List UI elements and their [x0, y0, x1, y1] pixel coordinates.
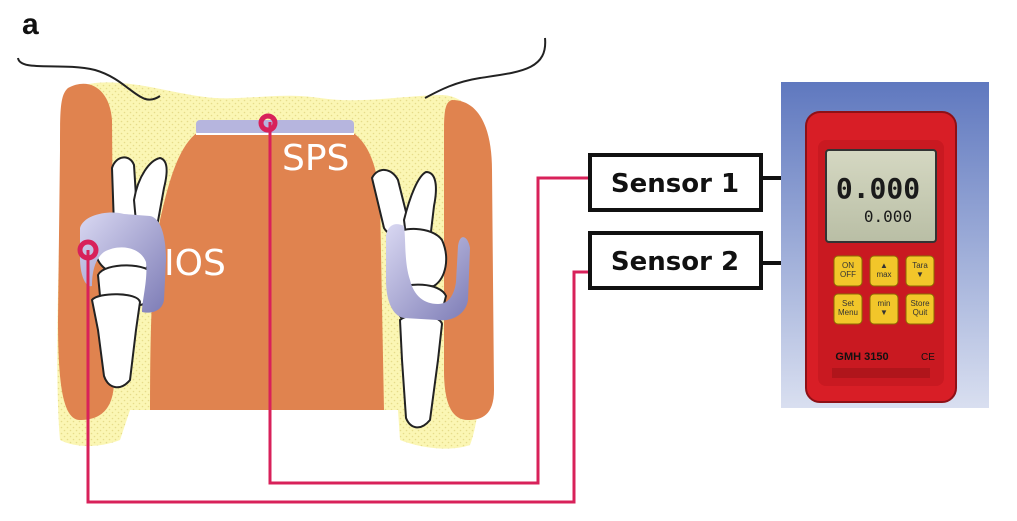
jaw-illustration [17, 37, 547, 449]
device-key-label: OFF [840, 270, 856, 279]
device-key-label: max [876, 270, 891, 279]
face-outline [17, 57, 161, 101]
device-key [905, 255, 935, 287]
device-key [833, 293, 863, 325]
device-reading-sub: 0.000 [864, 207, 912, 226]
device-key-label: min [878, 299, 891, 308]
device-model: GMH 3150 [835, 351, 888, 363]
device-key [905, 293, 935, 325]
device-key-label: Quit [913, 308, 928, 317]
device-key [869, 255, 899, 287]
device-key [869, 293, 899, 325]
wire-sensor-2 [86, 250, 590, 504]
device-key [833, 255, 863, 287]
sensor-wires [86, 122, 590, 504]
sps-label: SPS [282, 138, 349, 179]
device-key-label: ON [842, 261, 854, 270]
device-lcd [825, 149, 937, 243]
device-key-label: Tara [912, 261, 928, 270]
face-outline-right [424, 37, 547, 99]
sensor-1-box: Sensor 1 [588, 153, 763, 212]
ce-mark: CE [921, 352, 935, 363]
device-brand-strip [832, 368, 930, 378]
ios-sensor-pad-left [80, 212, 166, 313]
device-key-label: ▼ [916, 270, 924, 279]
sensor-1-label: Sensor 1 [611, 169, 739, 199]
device-key-label: ▼ [880, 308, 888, 317]
sensor-2-tip [77, 239, 99, 261]
palate [150, 132, 384, 410]
device-key-label: ▲ [880, 261, 888, 270]
wire-sensor-1 [268, 122, 590, 485]
device-key-label: Set [842, 299, 855, 308]
device-reading-main: 0.000 [836, 172, 920, 205]
panel-label: a [22, 8, 39, 41]
sensor-1-tip [258, 113, 278, 133]
pressure-gauge-device: 0.000 0.000 ONOFF▲maxTara▼SetMenumin▼Sto… [781, 82, 989, 408]
ios-sensor-pad-right [386, 224, 470, 321]
ios-label: IOS [164, 243, 226, 284]
device-key-label: Store [910, 299, 930, 308]
device-key-label: Menu [838, 308, 858, 317]
sensor-2-label: Sensor 2 [611, 247, 739, 277]
sensor-2-box: Sensor 2 [588, 231, 763, 290]
